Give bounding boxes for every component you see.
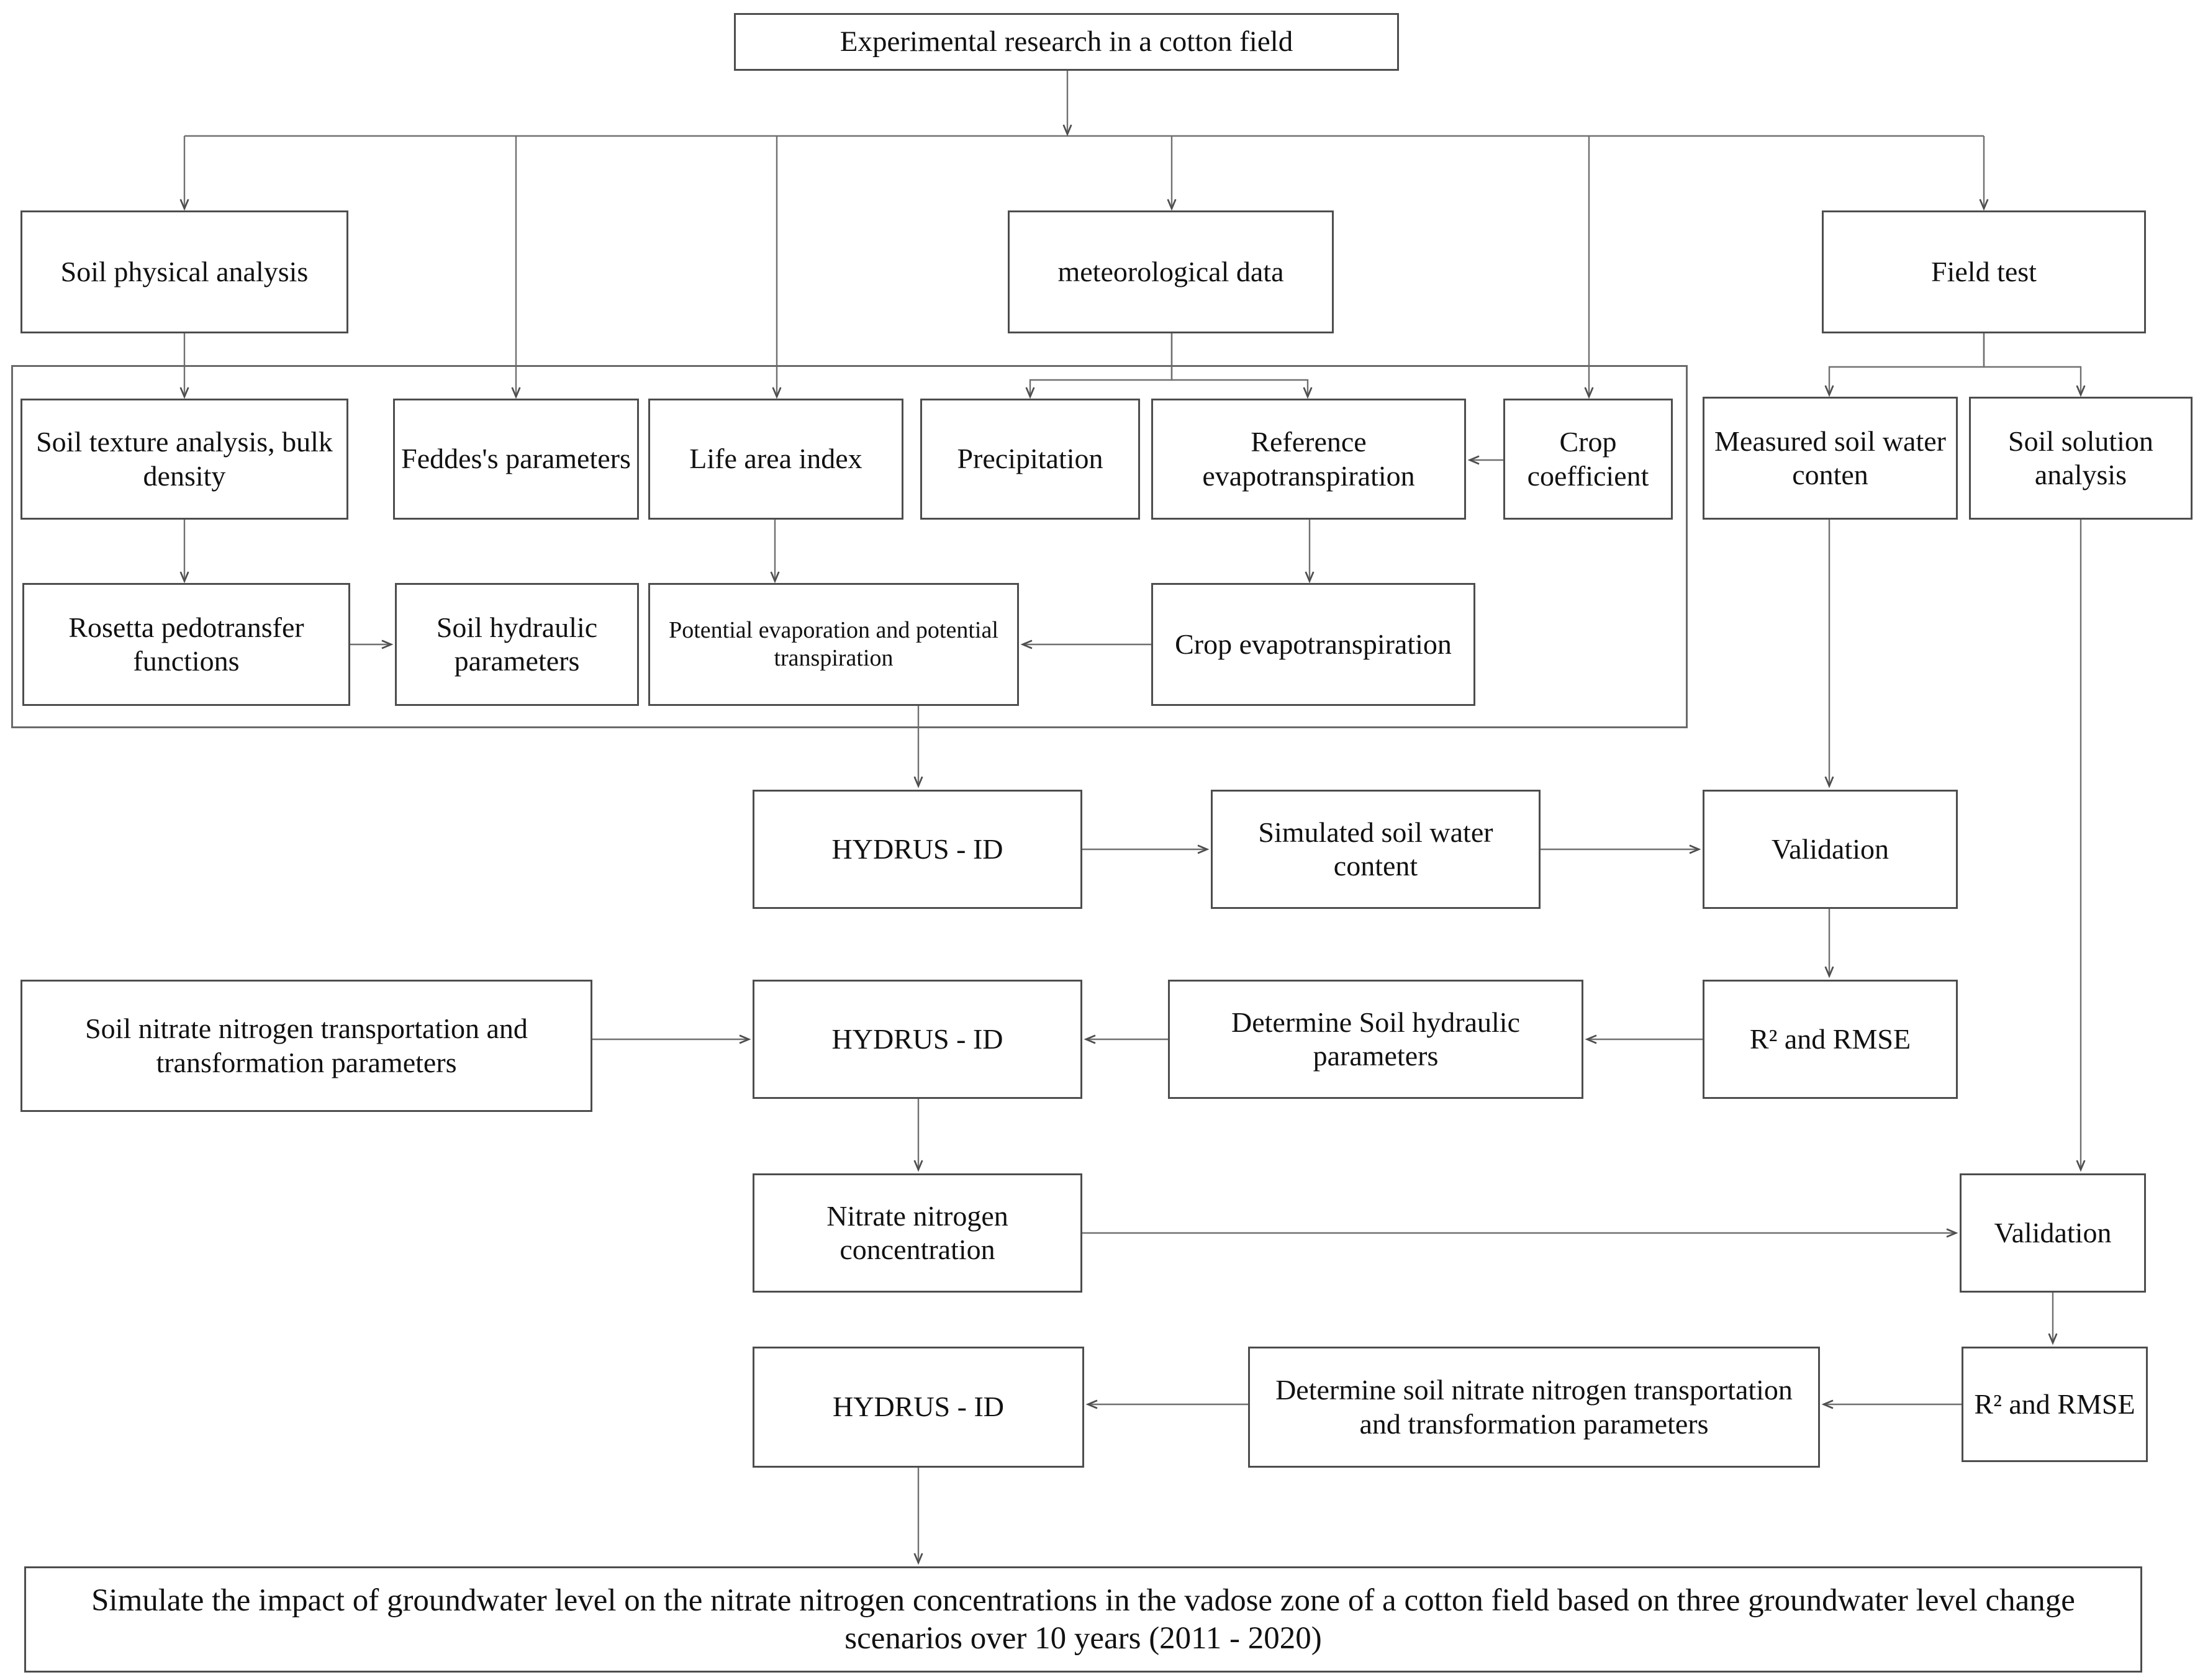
flow-node-soil-texture: Soil texture analysis, bulk density bbox=[20, 399, 348, 520]
flow-node-soil-physical: Soil physical analysis bbox=[20, 210, 348, 333]
flow-node-reference-evapotranspiration: Reference evapotranspiration bbox=[1151, 399, 1466, 520]
flow-node-life-area-index: Life area index bbox=[648, 399, 903, 520]
flow-node-hydrus-2: HYDRUS - ID bbox=[753, 980, 1082, 1099]
connector-field-test-to-measured-swc bbox=[1829, 333, 1985, 395]
flow-node-r2-rmse-2: R² and RMSE bbox=[1962, 1347, 2148, 1462]
flow-node-precipitation: Precipitation bbox=[920, 399, 1140, 520]
flow-node-field-test: Field test bbox=[1822, 210, 2146, 333]
flow-node-feddes-parameters: Feddes's parameters bbox=[393, 399, 639, 520]
flow-node-determine-soil-hydraulic: Determine Soil hydraulic parameters bbox=[1168, 980, 1583, 1099]
flow-node-root: Experimental research in a cotton field bbox=[734, 13, 1399, 71]
flow-node-soil-solution: Soil solution analysis bbox=[1969, 397, 2193, 520]
flow-node-nitrate-params: Soil nitrate nitrogen transportation and… bbox=[20, 980, 592, 1112]
flow-node-hydrus-3: HYDRUS - ID bbox=[753, 1347, 1084, 1468]
flow-node-validation-1: Validation bbox=[1703, 790, 1958, 909]
flow-node-soil-hydraulic: Soil hydraulic parameters bbox=[395, 583, 639, 706]
flow-node-hydrus-1: HYDRUS - ID bbox=[753, 790, 1082, 909]
connector-field-test-to-soil-solution bbox=[1983, 333, 2081, 395]
flow-node-r2-rmse-1: R² and RMSE bbox=[1703, 980, 1958, 1099]
flow-node-final: Simulate the impact of groundwater level… bbox=[24, 1566, 2142, 1673]
flow-node-nitrate-concentration: Nitrate nitrogen concentration bbox=[753, 1173, 1082, 1293]
flow-node-meteorological-data: meteorological data bbox=[1008, 210, 1334, 333]
flow-node-determine-nitrate: Determine soil nitrate nitrogen transpor… bbox=[1248, 1347, 1820, 1468]
flow-node-simulated-swc: Simulated soil water content bbox=[1211, 790, 1541, 909]
flow-node-validation-2: Validation bbox=[1960, 1173, 2146, 1293]
flow-node-measured-swc: Measured soil water conten bbox=[1703, 397, 1958, 520]
flow-node-rosetta: Rosetta pedotransfer functions bbox=[22, 583, 350, 706]
group-frame bbox=[11, 365, 1688, 728]
flow-node-crop-coefficient: Crop coefficient bbox=[1503, 399, 1673, 520]
flow-node-crop-evapotranspiration: Crop evapotranspiration bbox=[1151, 583, 1475, 706]
flow-node-potential-evap: Potential evaporation and potential tran… bbox=[648, 583, 1019, 706]
